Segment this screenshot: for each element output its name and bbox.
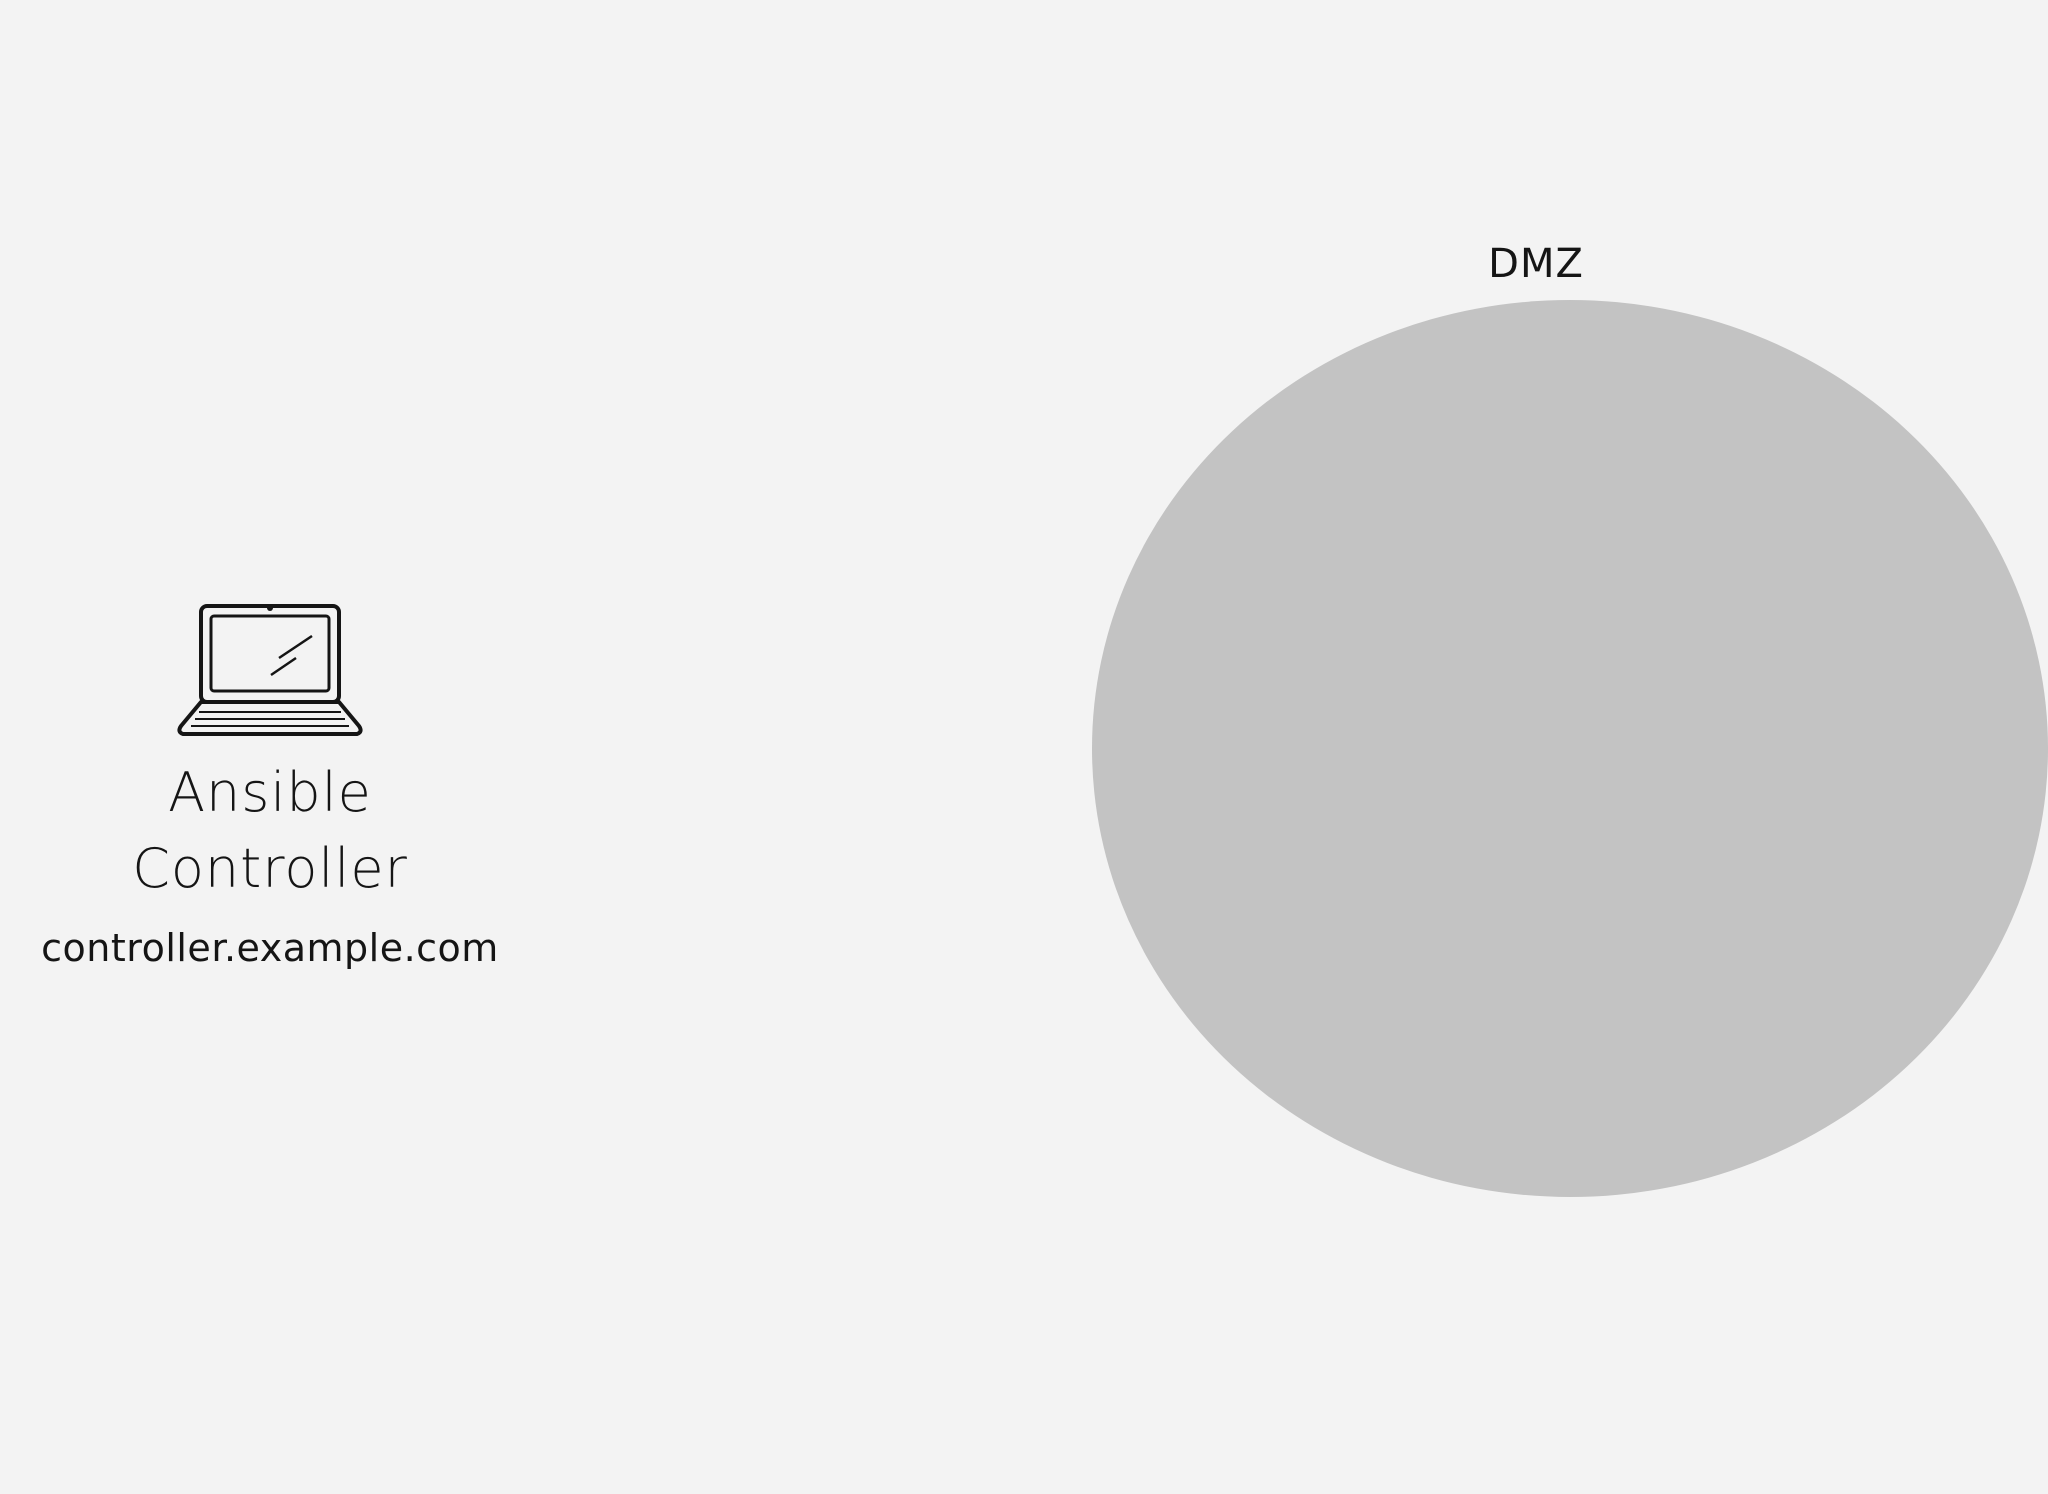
controller-title-line2: Controller xyxy=(132,837,408,900)
controller-title: Ansible Controller xyxy=(70,755,470,907)
controller-hostname: controller.example.com xyxy=(41,926,499,970)
dmz-label: DMZ xyxy=(1488,241,1584,287)
controller-title-line1: Ansible xyxy=(168,761,372,824)
laptop-icon xyxy=(177,604,363,736)
dmz-zone xyxy=(1092,300,2048,1197)
